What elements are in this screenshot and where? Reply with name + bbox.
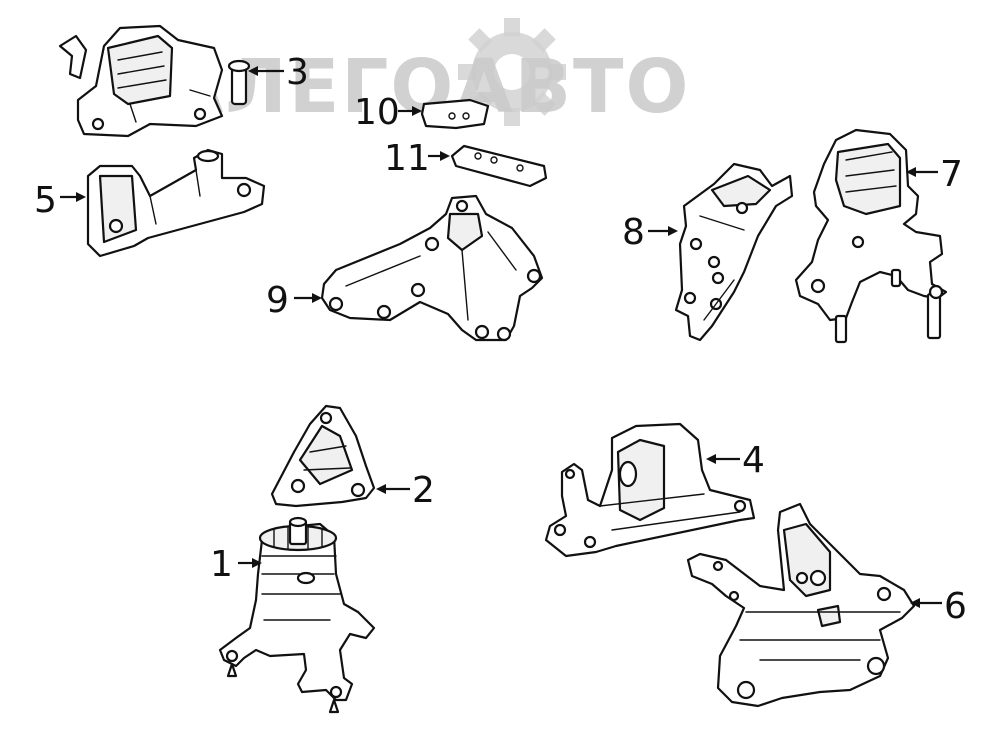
part-6-mount-bracket: [686, 502, 916, 708]
callout-9-label: 9: [266, 280, 289, 321]
callout-6: 6: [910, 586, 967, 627]
callout-7: 7: [906, 154, 963, 195]
part-5-mount-bracket: [86, 148, 266, 258]
callout-5-label: 5: [34, 180, 57, 221]
callout-1-label: 1: [210, 544, 233, 585]
callout-2: 2: [376, 470, 435, 511]
callout-4: 4: [706, 440, 765, 481]
callout-11: 11: [384, 138, 450, 179]
callout-8: 8: [622, 212, 678, 253]
part-11-stiffener-plate: [450, 144, 548, 188]
part-7-engine-mount: [794, 128, 948, 344]
callout-3-label: 3: [286, 52, 309, 93]
part-4-engine-mount: [544, 422, 756, 558]
gear-icon: [458, 18, 566, 126]
part-8-side-bracket: [674, 162, 794, 342]
callout-10-label: 10: [354, 92, 400, 133]
part-1-engine-mount: [218, 516, 376, 714]
part-10-bracket-plate: [420, 98, 490, 130]
callout-7-label: 7: [940, 154, 963, 195]
callout-11-label: 11: [384, 138, 430, 179]
watermark-logo: АЛЕГОАВТО: [166, 18, 688, 130]
callout-3: 3: [248, 52, 309, 93]
callout-8-label: 8: [622, 212, 645, 253]
part-2-gusset-bracket: [270, 404, 376, 508]
callout-4-label: 4: [742, 440, 765, 481]
part-9-engine-bracket: [320, 194, 544, 342]
callout-6-label: 6: [944, 586, 967, 627]
callout-5: 5: [34, 180, 86, 221]
callout-2-label: 2: [412, 470, 435, 511]
callout-1: 1: [210, 544, 262, 585]
callout-9: 9: [266, 280, 322, 321]
part-3-engine-mount: [58, 24, 251, 138]
callout-10: 10: [354, 92, 422, 133]
